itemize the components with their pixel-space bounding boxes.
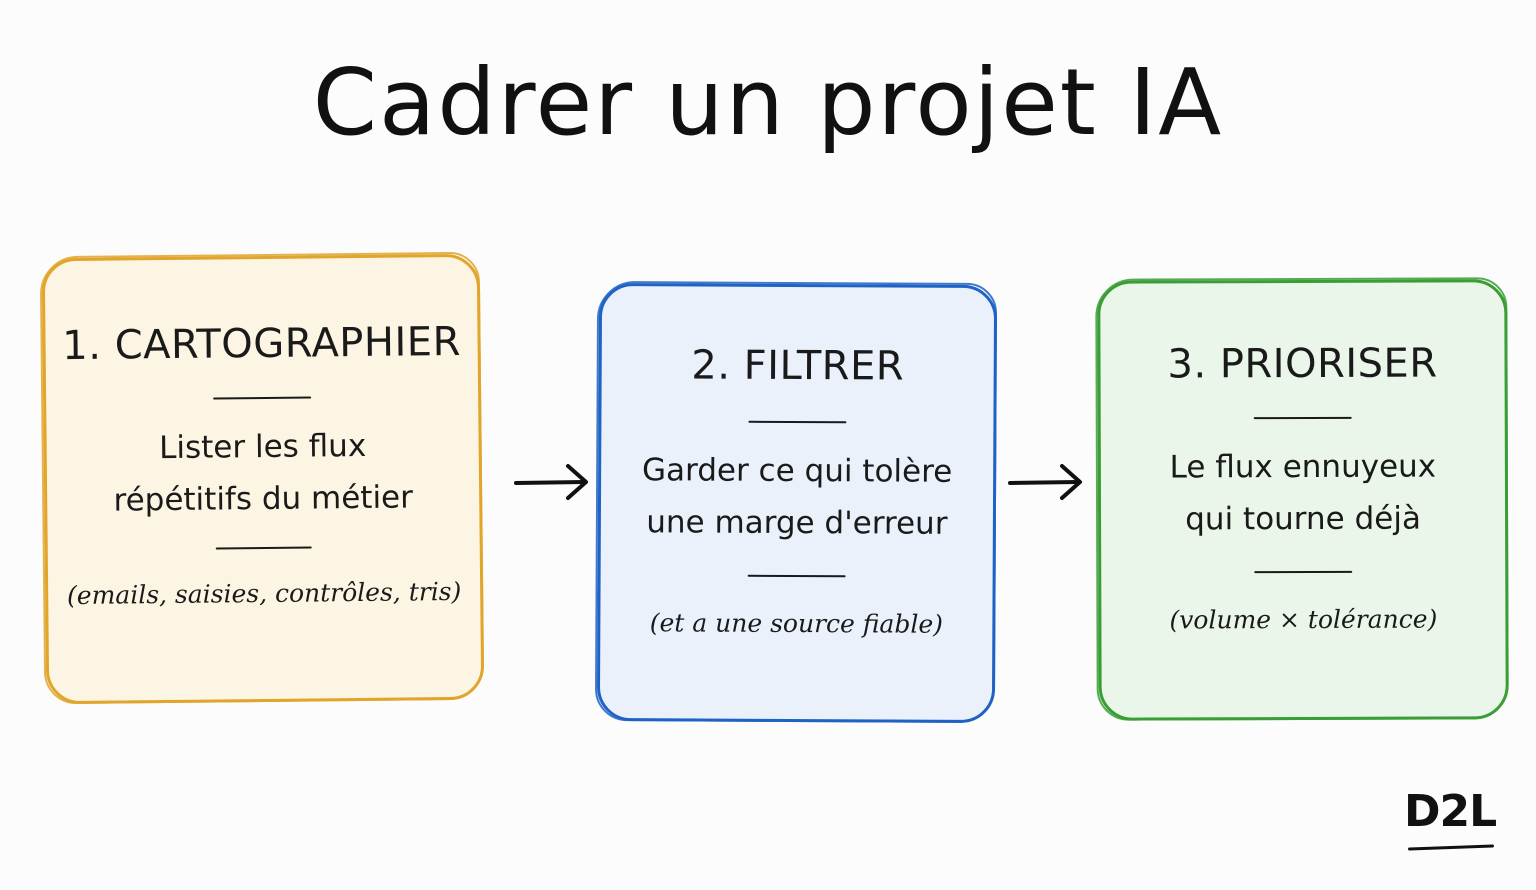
step-description-line: Lister les flux bbox=[158, 427, 367, 467]
step-description: Garder ce qui tolère une marge d'erreur bbox=[642, 444, 953, 550]
arrow-right-icon bbox=[514, 464, 588, 500]
diagram-title: Cadrer un projet IA bbox=[312, 49, 1224, 156]
step-card-cartographier: 1. CARTOGRAPHIER Lister les flux répétit… bbox=[39, 251, 485, 705]
step-note: (volume × tolérance) bbox=[1169, 604, 1438, 635]
brand-logo: D2L bbox=[1404, 786, 1497, 837]
step-note: (emails, saisies, contrôles, tris) bbox=[66, 576, 462, 611]
step-note: (et a une source fiable) bbox=[649, 608, 944, 639]
step-description: Le flux ennuyeux qui tourne déjà bbox=[1170, 441, 1437, 546]
step-description: Lister les flux répétitifs du métier bbox=[113, 419, 413, 526]
step-title: 1. CARTOGRAPHIER bbox=[62, 318, 462, 370]
divider bbox=[215, 546, 312, 550]
arrow-right-icon bbox=[1008, 464, 1082, 500]
step-card-prioriser: 3. PRIORISER Le flux ennuyeux qui tourne… bbox=[1095, 277, 1509, 721]
step-title: 2. FILTRER bbox=[691, 342, 905, 390]
divider bbox=[1253, 416, 1352, 420]
divider bbox=[748, 420, 847, 424]
divider bbox=[1254, 570, 1353, 574]
step-description-line: une marge d'erreur bbox=[646, 504, 948, 542]
divider bbox=[747, 574, 846, 578]
step-description-line: Garder ce qui tolère bbox=[641, 452, 953, 490]
divider bbox=[213, 396, 312, 400]
step-card-filtrer: 2. FILTRER Garder ce qui tolère une marg… bbox=[594, 280, 998, 724]
step-description-line: Le flux ennuyeux bbox=[1169, 448, 1437, 486]
logo-underline bbox=[1407, 844, 1495, 851]
step-description-line: répétitifs du métier bbox=[113, 479, 414, 519]
step-title: 3. PRIORISER bbox=[1167, 340, 1438, 388]
step-description-line: qui tourne déjà bbox=[1185, 500, 1421, 538]
